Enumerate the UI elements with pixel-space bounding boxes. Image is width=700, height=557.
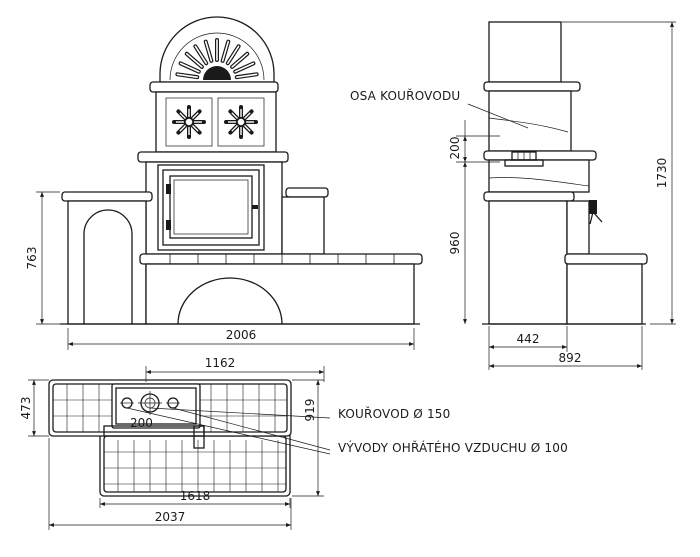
plan-view: KOUŘOVOD Ø 150 VÝVODY OHŘÁTÉHO VZDUCHU Ø… (48, 379, 568, 497)
base-arch (177, 277, 283, 325)
star-ornament-left (172, 105, 206, 139)
front-view (60, 16, 423, 325)
dim-flue-offset: 200 (448, 137, 462, 160)
sunburst-ornament (175, 38, 259, 80)
flue-axis-label: OSA KOUŘOVODU (350, 88, 460, 103)
star-ornament-right (224, 105, 258, 139)
door-handle (589, 200, 603, 225)
side-view: OSA KOUŘOVODU (350, 21, 648, 325)
dim-side-total-depth: 892 (559, 351, 582, 365)
side-niche (83, 209, 133, 324)
flue-outlet (138, 391, 162, 415)
dim-front-height: 763 (25, 247, 39, 270)
dim-plan-919: 919 (303, 399, 317, 422)
dim-plan-1162: 1162 (205, 356, 236, 370)
flue-pipe (504, 151, 544, 167)
plan-dimensions: 1162 473 919 200 1618 2037 (19, 356, 325, 530)
dim-total-height: 1730 (655, 158, 669, 189)
dim-front-width: 2006 (226, 328, 257, 342)
dim-side-upper-depth: 442 (517, 332, 540, 346)
dim-flue-height: 960 (448, 232, 462, 255)
dim-plan-2037: 2037 (155, 510, 186, 524)
dim-plan-1618: 1618 (180, 489, 211, 503)
flue-label: KOUŘOVOD Ø 150 (338, 406, 450, 421)
air-outlets-label: VÝVODY OHŘÁTÉHO VZDUCHU Ø 100 (338, 440, 568, 455)
dim-plan-473: 473 (19, 397, 33, 420)
dim-plan-200: 200 (130, 416, 153, 430)
front-dimensions: 2006 763 (25, 191, 415, 350)
side-dimensions: 200 960 1730 442 892 (448, 21, 676, 370)
